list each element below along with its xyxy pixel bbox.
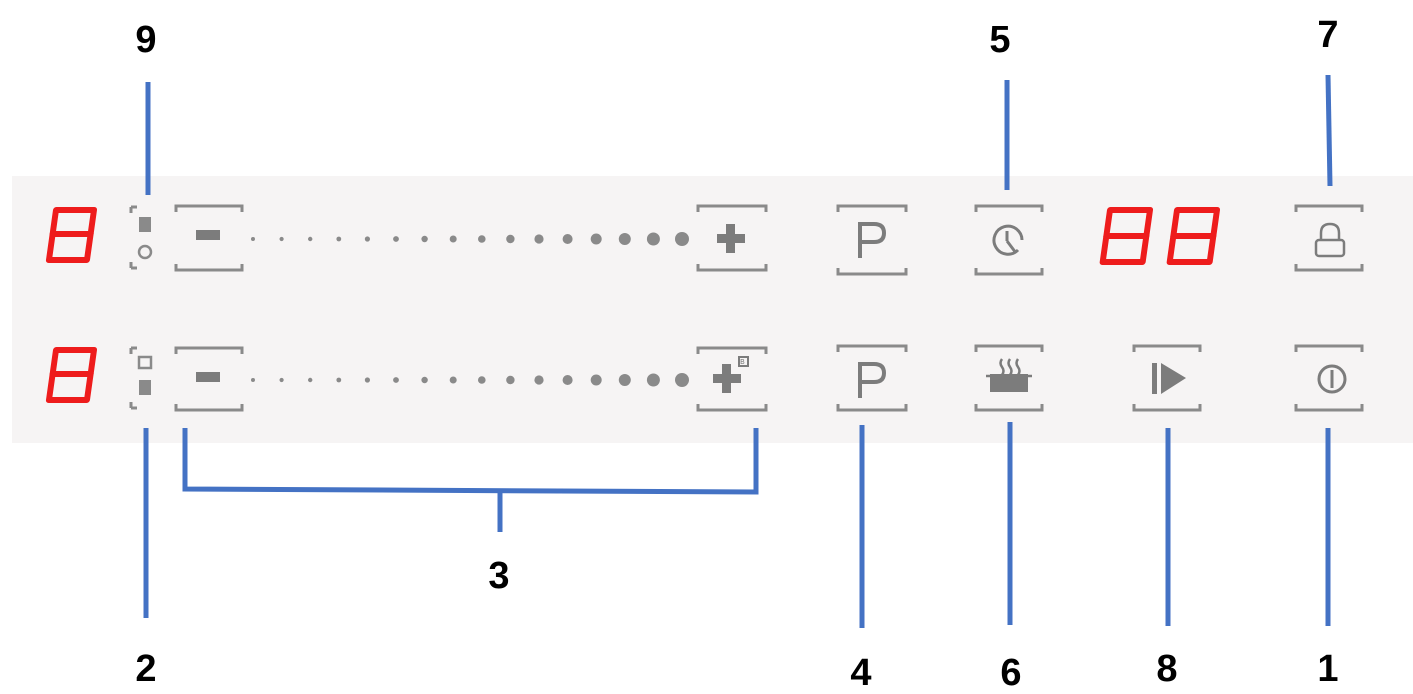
slider-dot[interactable] xyxy=(534,234,544,244)
plus-bottom-frame xyxy=(696,346,768,412)
pause-frame xyxy=(1132,344,1202,412)
plus-top-frame xyxy=(696,204,768,272)
zone-select-top-icon[interactable] xyxy=(129,205,153,270)
slider-dot[interactable] xyxy=(675,373,689,387)
power-slider-bottom[interactable] xyxy=(251,373,689,387)
callout-7: 7 xyxy=(1317,14,1339,56)
slider-dot[interactable] xyxy=(590,374,602,386)
leader-7 xyxy=(1325,74,1333,187)
slider-dot[interactable] xyxy=(336,377,342,383)
callout-5: 5 xyxy=(989,19,1011,61)
p-top-icon[interactable] xyxy=(858,222,887,258)
callout-9: 9 xyxy=(135,19,157,61)
slider-dot[interactable] xyxy=(421,376,428,384)
callout-6: 6 xyxy=(1000,652,1022,694)
p-top-frame xyxy=(836,204,908,276)
minus-bottom-frame xyxy=(174,346,244,412)
slider-dot[interactable] xyxy=(506,234,515,244)
slider-dot[interactable] xyxy=(534,375,544,385)
power-slider-top[interactable] xyxy=(251,232,689,246)
zone-top-display xyxy=(45,207,98,263)
svg-text:B: B xyxy=(740,358,745,366)
slider-dot[interactable] xyxy=(478,376,486,384)
slider-dot[interactable] xyxy=(675,232,689,246)
slider-dot[interactable] xyxy=(618,374,631,386)
slider-dot[interactable] xyxy=(279,236,284,242)
power-frame xyxy=(1294,344,1364,412)
slider-dot[interactable] xyxy=(590,233,602,245)
power-icon[interactable] xyxy=(1317,364,1347,394)
slider-dot[interactable] xyxy=(562,375,573,385)
callout-1: 1 xyxy=(1317,648,1339,690)
slider-dot[interactable] xyxy=(393,236,399,242)
slider-dot[interactable] xyxy=(562,234,573,244)
pause-play-icon[interactable] xyxy=(1152,363,1186,394)
zone-select-bottom-icon[interactable] xyxy=(129,346,153,410)
minus-bottom-button[interactable] xyxy=(196,372,220,382)
slider-dot[interactable] xyxy=(308,377,313,383)
slider-dot[interactable] xyxy=(646,232,660,246)
keep-warm-frame xyxy=(974,344,1044,412)
leader-3-bracket xyxy=(182,428,759,495)
callout-3: 3 xyxy=(488,555,510,597)
timer-display-digit-1 xyxy=(1099,207,1154,265)
leader-lines xyxy=(143,74,1333,628)
callout-2: 2 xyxy=(135,648,157,690)
callout-8: 8 xyxy=(1156,648,1178,690)
slider-dot[interactable] xyxy=(449,376,457,384)
lock-icon[interactable] xyxy=(1314,222,1346,258)
slider-dot[interactable] xyxy=(308,236,313,242)
clock-icon[interactable] xyxy=(992,224,1024,256)
timer-display-digit-2 xyxy=(1166,207,1221,265)
slider-dot[interactable] xyxy=(449,235,457,243)
plus-top-button[interactable] xyxy=(717,224,745,253)
boost-plus-bottom-button[interactable]: B xyxy=(713,356,749,393)
p-bottom-icon[interactable] xyxy=(858,362,887,398)
slider-dot[interactable] xyxy=(364,377,370,383)
p-bottom-frame xyxy=(836,344,908,412)
lock-frame xyxy=(1294,204,1364,272)
timer-frame xyxy=(974,204,1044,276)
slider-dot[interactable] xyxy=(279,377,284,383)
slider-dot[interactable] xyxy=(251,378,255,382)
slider-dot[interactable] xyxy=(506,375,515,385)
slider-dot[interactable] xyxy=(251,237,255,241)
zone-bottom-display xyxy=(45,347,98,403)
callout-4: 4 xyxy=(850,652,872,694)
control-panel xyxy=(12,176,1413,443)
minus-top-frame xyxy=(174,204,244,272)
slider-dot[interactable] xyxy=(618,233,631,245)
slider-dot[interactable] xyxy=(421,235,428,243)
slider-dot[interactable] xyxy=(478,235,486,243)
slider-dot[interactable] xyxy=(364,236,370,242)
pot-icon[interactable] xyxy=(986,358,1032,392)
slider-dot[interactable] xyxy=(393,377,399,383)
slider-dot[interactable] xyxy=(336,236,342,242)
minus-top-button[interactable] xyxy=(196,230,220,240)
slider-dot[interactable] xyxy=(646,373,660,387)
